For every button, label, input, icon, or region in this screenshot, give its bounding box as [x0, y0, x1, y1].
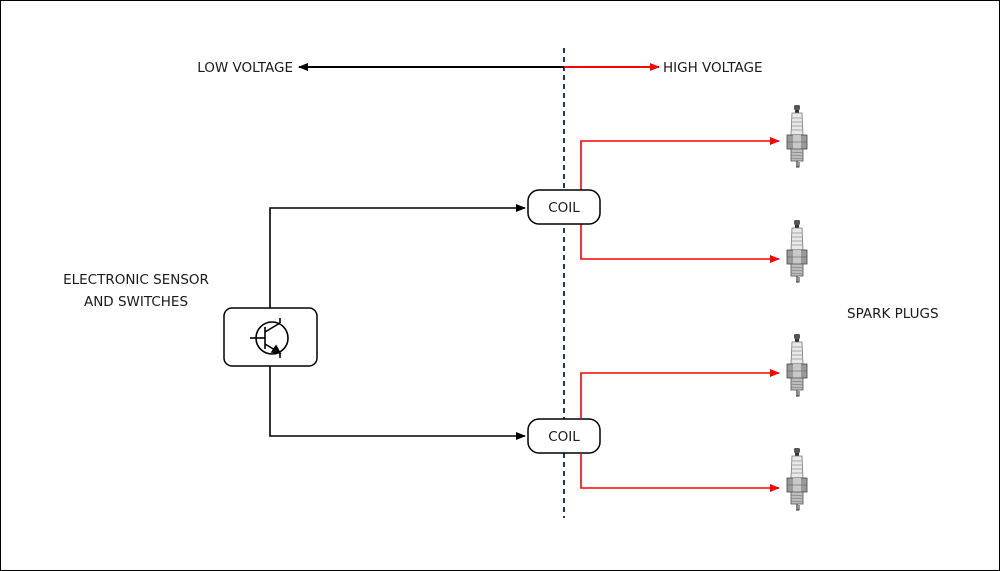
- wire-switch-to-coil-1: [269, 204, 526, 308]
- electronic-switch: [223, 307, 318, 367]
- low-voltage-label: LOW VOLTAGE: [197, 60, 293, 76]
- hv-wire-coil1-plug2: [580, 224, 780, 263]
- coil-2: COIL: [527, 418, 601, 454]
- hv-wire-coil2-plug3: [580, 369, 780, 418]
- hv-wire-coil1-plug1: [580, 137, 780, 190]
- spark-plugs-label: SPARK PLUGS: [847, 306, 939, 322]
- coil-1-label: COIL: [548, 200, 580, 216]
- hv-wire-coil2-plug4: [580, 454, 780, 492]
- coil-1: COIL: [527, 189, 601, 225]
- transistor-icon: [250, 318, 289, 358]
- high-voltage-label: HIGH VOLTAGE: [663, 60, 763, 76]
- sensor-label-line1: ELECTRONIC SENSOR: [63, 272, 209, 288]
- wire-switch-to-coil-2: [269, 366, 526, 440]
- sensor-label-line2: AND SWITCHES: [84, 294, 188, 310]
- coil-2-label: COIL: [548, 429, 580, 445]
